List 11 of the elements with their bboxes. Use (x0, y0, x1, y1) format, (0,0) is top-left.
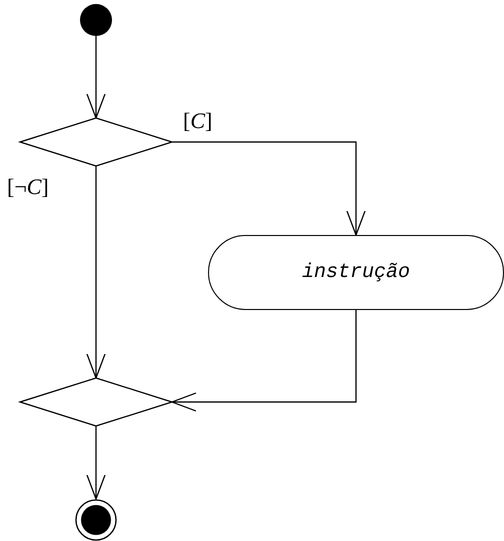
final-node (75, 499, 117, 541)
arrow (172, 141, 366, 236)
decision-diamond (20, 118, 172, 166)
arrow (86, 426, 106, 500)
action-text: instrução (302, 261, 410, 284)
initial-node (80, 4, 112, 36)
arrow (171, 310, 357, 412)
arrow (86, 36, 106, 119)
merge-diamond (20, 378, 172, 426)
action-node (208, 235, 504, 310)
arrow (86, 166, 106, 379)
